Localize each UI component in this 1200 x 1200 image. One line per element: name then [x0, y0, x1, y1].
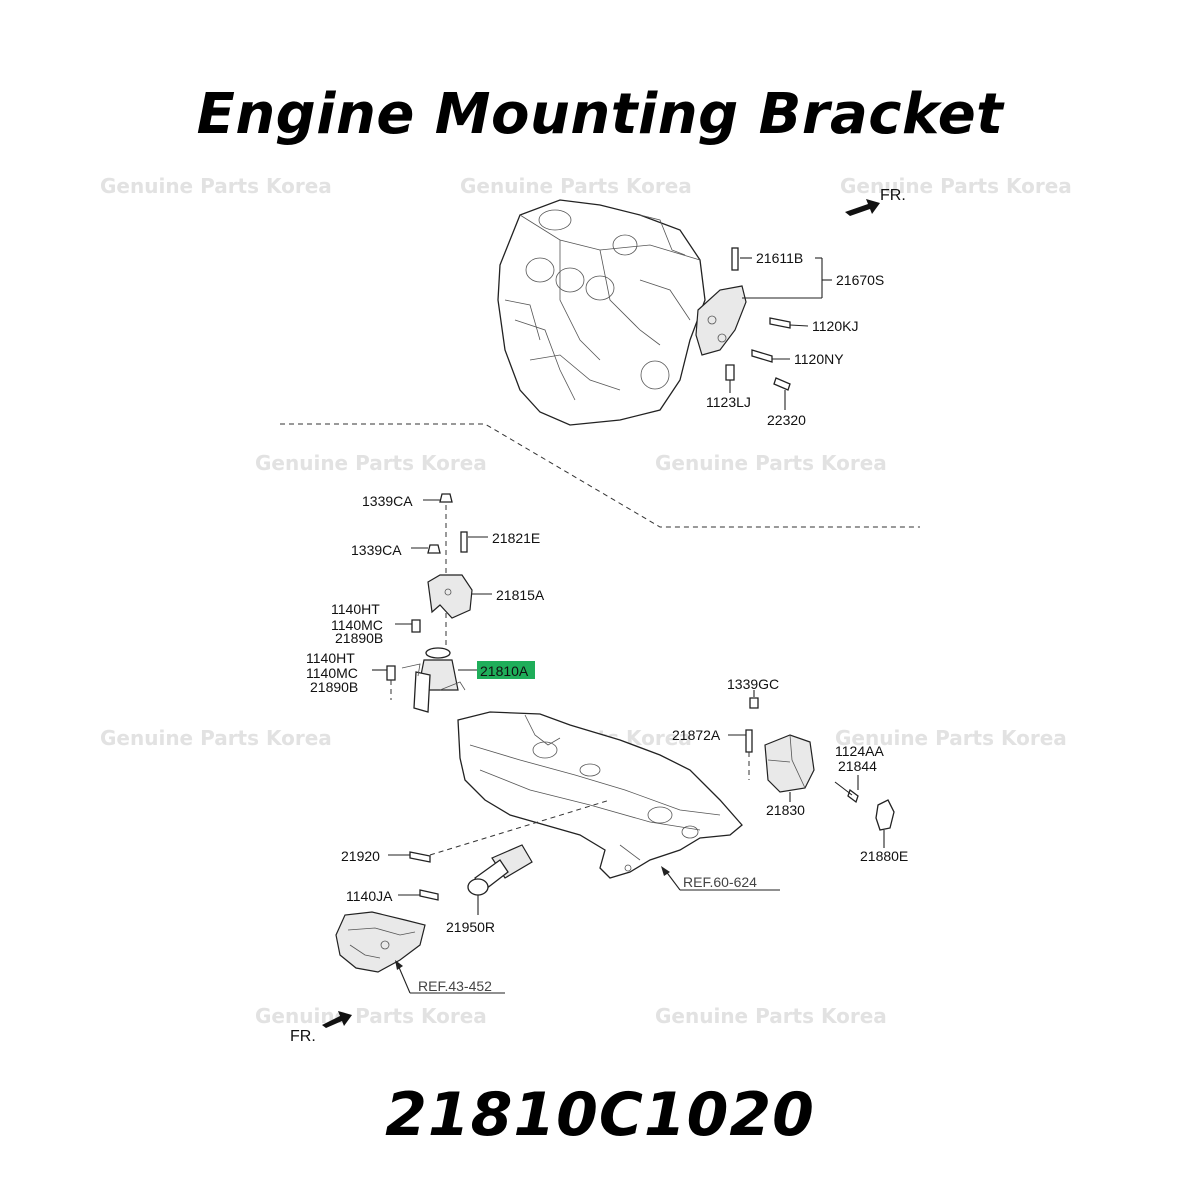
part-label-1140mc: 1140MC: [331, 617, 383, 633]
transmission-bracket-43-452: [335, 911, 426, 973]
part-label-1120kj: 1120KJ: [812, 318, 858, 334]
highlighted-part-label: 21810A: [477, 661, 535, 679]
part-label-21830: 21830: [766, 802, 805, 818]
watermark-text: Genuine Parts Korea: [655, 1004, 887, 1028]
watermark-text: Genuine Parts Korea: [255, 1004, 487, 1028]
watermark-text: Genuine Parts Korea: [100, 174, 332, 198]
part-label-21844: 21844: [838, 758, 877, 774]
part-label-1339ca: 1339CA: [362, 493, 413, 509]
page-title: Engine Mounting Bracket: [196, 82, 1004, 147]
part-label-21890b: 21890B: [335, 630, 383, 646]
watermark-text: Genuine Parts Korea: [255, 451, 487, 475]
engine-block: [497, 199, 706, 426]
part-label-1140ja: 1140JA: [346, 888, 393, 904]
part-number: 21810C1020: [385, 1080, 815, 1150]
part-label-1140mc: 1140MC: [306, 665, 358, 681]
front-direction-label: FR.: [290, 1028, 316, 1045]
part-label-21810a: 21810A: [480, 663, 529, 679]
part-label-1140ht: 1140HT: [306, 650, 355, 666]
transmission-mount-stack: [372, 493, 492, 713]
part-label-1140ht: 1140HT: [331, 601, 380, 617]
front-direction-arrow-top: FR.: [845, 187, 906, 216]
watermark-text: Genuine Parts Korea: [100, 726, 332, 750]
part-label-1120ny: 1120NY: [794, 351, 844, 367]
watermark-text: Genuine Parts Korea: [655, 451, 887, 475]
part-label-21880e: 21880E: [860, 848, 908, 864]
highlight-box: [477, 661, 535, 679]
engine-mount-21830: [728, 690, 895, 848]
part-label-22320: 22320: [767, 412, 806, 428]
watermark-text: Genuine Parts Korea: [460, 174, 692, 198]
subframe-crossmember: [457, 711, 743, 879]
part-label-21950r: 21950R: [446, 919, 495, 935]
reference-label-43-452: REF.43-452: [418, 978, 492, 994]
part-label-21920: 21920: [341, 848, 380, 864]
part-label-1339ca: 1339CA: [351, 542, 402, 558]
part-label-21611b: 21611B: [756, 250, 803, 266]
part-label-21670s: 21670S: [836, 272, 884, 288]
part-label-21890b: 21890B: [310, 679, 358, 695]
watermark-text: Genuine Parts Korea: [840, 174, 1072, 198]
part-label-1124aa: 1124AA: [835, 743, 884, 759]
watermark-text: Genuine Parts Korea: [835, 726, 1067, 750]
part-label-1339gc: 1339GC: [727, 676, 779, 692]
part-label-21815a: 21815A: [496, 587, 545, 603]
part-label-21872a: 21872A: [672, 727, 721, 743]
reference-label-60-624: REF.60-624: [683, 874, 757, 890]
engine-bracket-21670s: [695, 247, 832, 410]
engine-mount-21810a: [401, 647, 466, 713]
front-direction-arrow-bottom: FR.: [290, 1011, 352, 1045]
part-label-1123lj: 1123LJ: [706, 394, 751, 410]
front-direction-label: FR.: [880, 187, 906, 204]
roll-rod-21950r: [388, 799, 611, 915]
section-divider: [280, 423, 920, 528]
part-label-21821e: 21821E: [492, 530, 540, 546]
